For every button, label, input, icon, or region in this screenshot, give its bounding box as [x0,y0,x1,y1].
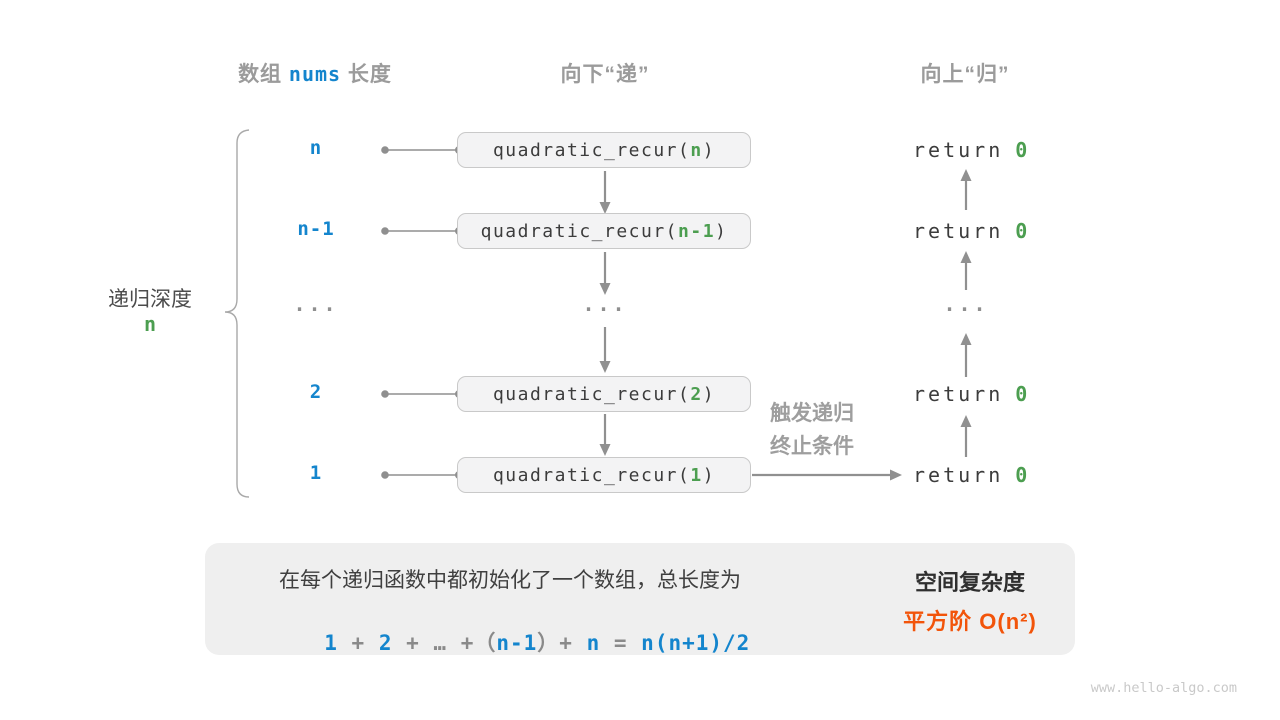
summary-panel [205,543,1075,655]
formula-term: n [586,631,601,655]
return-value: 0 [1015,382,1031,406]
call-close: ) [702,383,716,405]
call-name: quadratic_recur( [492,464,691,486]
trigger-termination-line2: 终止条件 [770,435,854,458]
call-name: quadratic_recur( [492,139,691,161]
column-header-descend: 向下“递” [560,63,650,86]
formula-op: + [337,631,379,655]
column-header-array-length: 数组 nums 长度 [200,58,430,88]
recursion-depth-label: 递归深度 [108,288,192,311]
call-box: quadratic_recur(2) [457,376,751,412]
formula-term: 1 [324,631,338,655]
call-close: ) [702,464,716,486]
terminate-arrow [752,469,902,481]
depth-label: 2 [309,381,323,403]
header-array-suffix: 长度 [341,63,392,86]
depth-label: 1 [309,462,323,484]
depth-label: n [309,137,323,159]
leader-lines [381,146,463,479]
return-value: 0 [1015,219,1031,243]
formula-op: = [600,631,642,655]
call-arg: n-1 [678,220,716,242]
formula-term: n-1 [496,631,538,655]
space-complexity-title: 空间复杂度 [914,570,1025,595]
column-header-ascend: 向上“归” [920,63,1010,86]
return-keyword: return [913,138,1004,162]
return-statement: return 0 [913,219,1073,243]
summary-sentence: 在每个递归函数中都初始化了一个数组，总长度为 [279,569,741,592]
formula-op: ）+ [537,631,587,655]
depth-ellipsis: ... [293,292,339,316]
trigger-termination-line1: 触发递归 [770,402,854,425]
return-keyword: return [913,463,1004,487]
call-close: ) [702,139,716,161]
call-box: quadratic_recur(1) [457,457,751,493]
formula-result: n(n+1)/2 [641,631,751,655]
summary-formula: 1 + 2 + … +（n-1）+ n = n(n+1)/2 [215,603,805,681]
call-arg: 1 [690,464,703,486]
call-name: quadratic_recur( [480,220,679,242]
nums-code-label: nums [288,62,342,86]
site-watermark: www.hello-algo.com [1090,680,1237,696]
call-name: quadratic_recur( [492,383,691,405]
formula-op: + … +（ [392,631,497,655]
call-box: quadratic_recur(n) [457,132,751,168]
return-value: 0 [1015,138,1031,162]
call-close: ) [715,220,728,242]
call-box: quadratic_recur(n-1) [457,213,751,249]
return-ellipsis: ... [943,292,989,316]
return-statement: return 0 [913,138,1073,162]
return-value: 0 [1015,463,1031,487]
return-keyword: return [913,219,1004,243]
return-statement: return 0 [913,382,1073,406]
formula-term: 2 [378,631,393,655]
header-array-prefix: 数组 [238,63,289,86]
call-arg: n [690,139,703,161]
recursion-depth-value: n [143,312,157,336]
call-ellipsis: ... [582,292,628,316]
call-arg: 2 [690,383,703,405]
return-statement: return 0 [913,463,1073,487]
space-complexity-value: 平方阶 O(n²) [903,609,1037,634]
return-keyword: return [913,382,1004,406]
depth-label: n-1 [297,218,335,240]
